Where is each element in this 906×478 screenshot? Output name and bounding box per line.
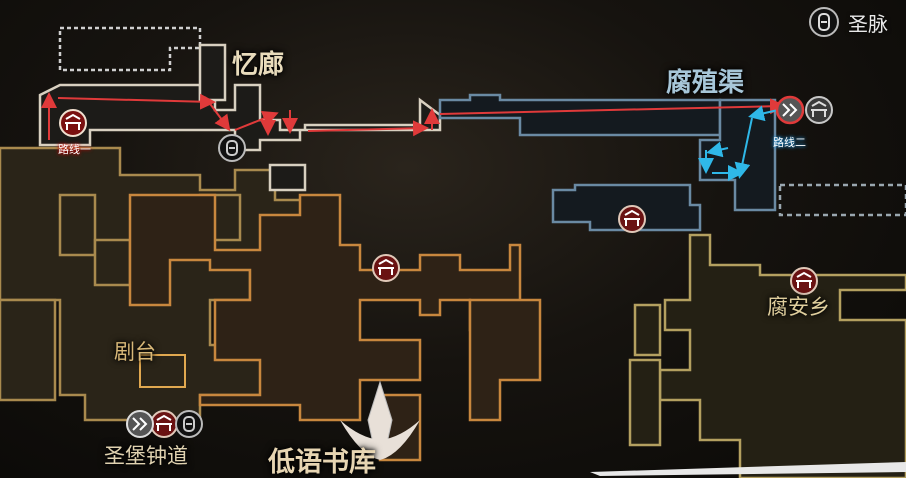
route-one-path <box>41 92 786 140</box>
legend-label: 圣脉 <box>848 11 888 36</box>
area-label-fuzhiqu: 腐殖渠 <box>666 68 745 98</box>
bench-icon[interactable] <box>59 109 87 137</box>
region-fuanxiang <box>628 233 906 478</box>
fast-travel-icon[interactable] <box>775 95 805 125</box>
area-label-fuanxiang: 腐安乡 <box>767 295 830 319</box>
bench-icon[interactable] <box>372 254 400 282</box>
bench-icon[interactable] <box>805 96 833 124</box>
route-one-label: 路线一 <box>58 143 91 156</box>
route-two-label: 路线二 <box>773 136 806 149</box>
area-label-yilang: 忆廊 <box>232 50 285 80</box>
vein-icon[interactable] <box>175 410 203 438</box>
area-label-shengbao: 圣堡钟道 <box>104 444 188 468</box>
bench-icon[interactable] <box>618 205 646 233</box>
bench-icon[interactable] <box>150 410 178 438</box>
compass-icon[interactable] <box>340 380 420 460</box>
fast-travel-icon[interactable] <box>126 410 154 438</box>
vein-icon[interactable] <box>218 134 246 162</box>
area-label-diyu: 低语书库 <box>268 447 376 478</box>
region-fuzhiqu <box>438 93 906 232</box>
vein-icon <box>809 7 839 37</box>
legend: 圣脉 <box>808 6 888 38</box>
bench-icon[interactable] <box>790 267 818 295</box>
area-label-juchang: 剧台 <box>114 340 156 364</box>
decorative-stroke <box>590 462 906 476</box>
route-two-path <box>698 105 779 181</box>
